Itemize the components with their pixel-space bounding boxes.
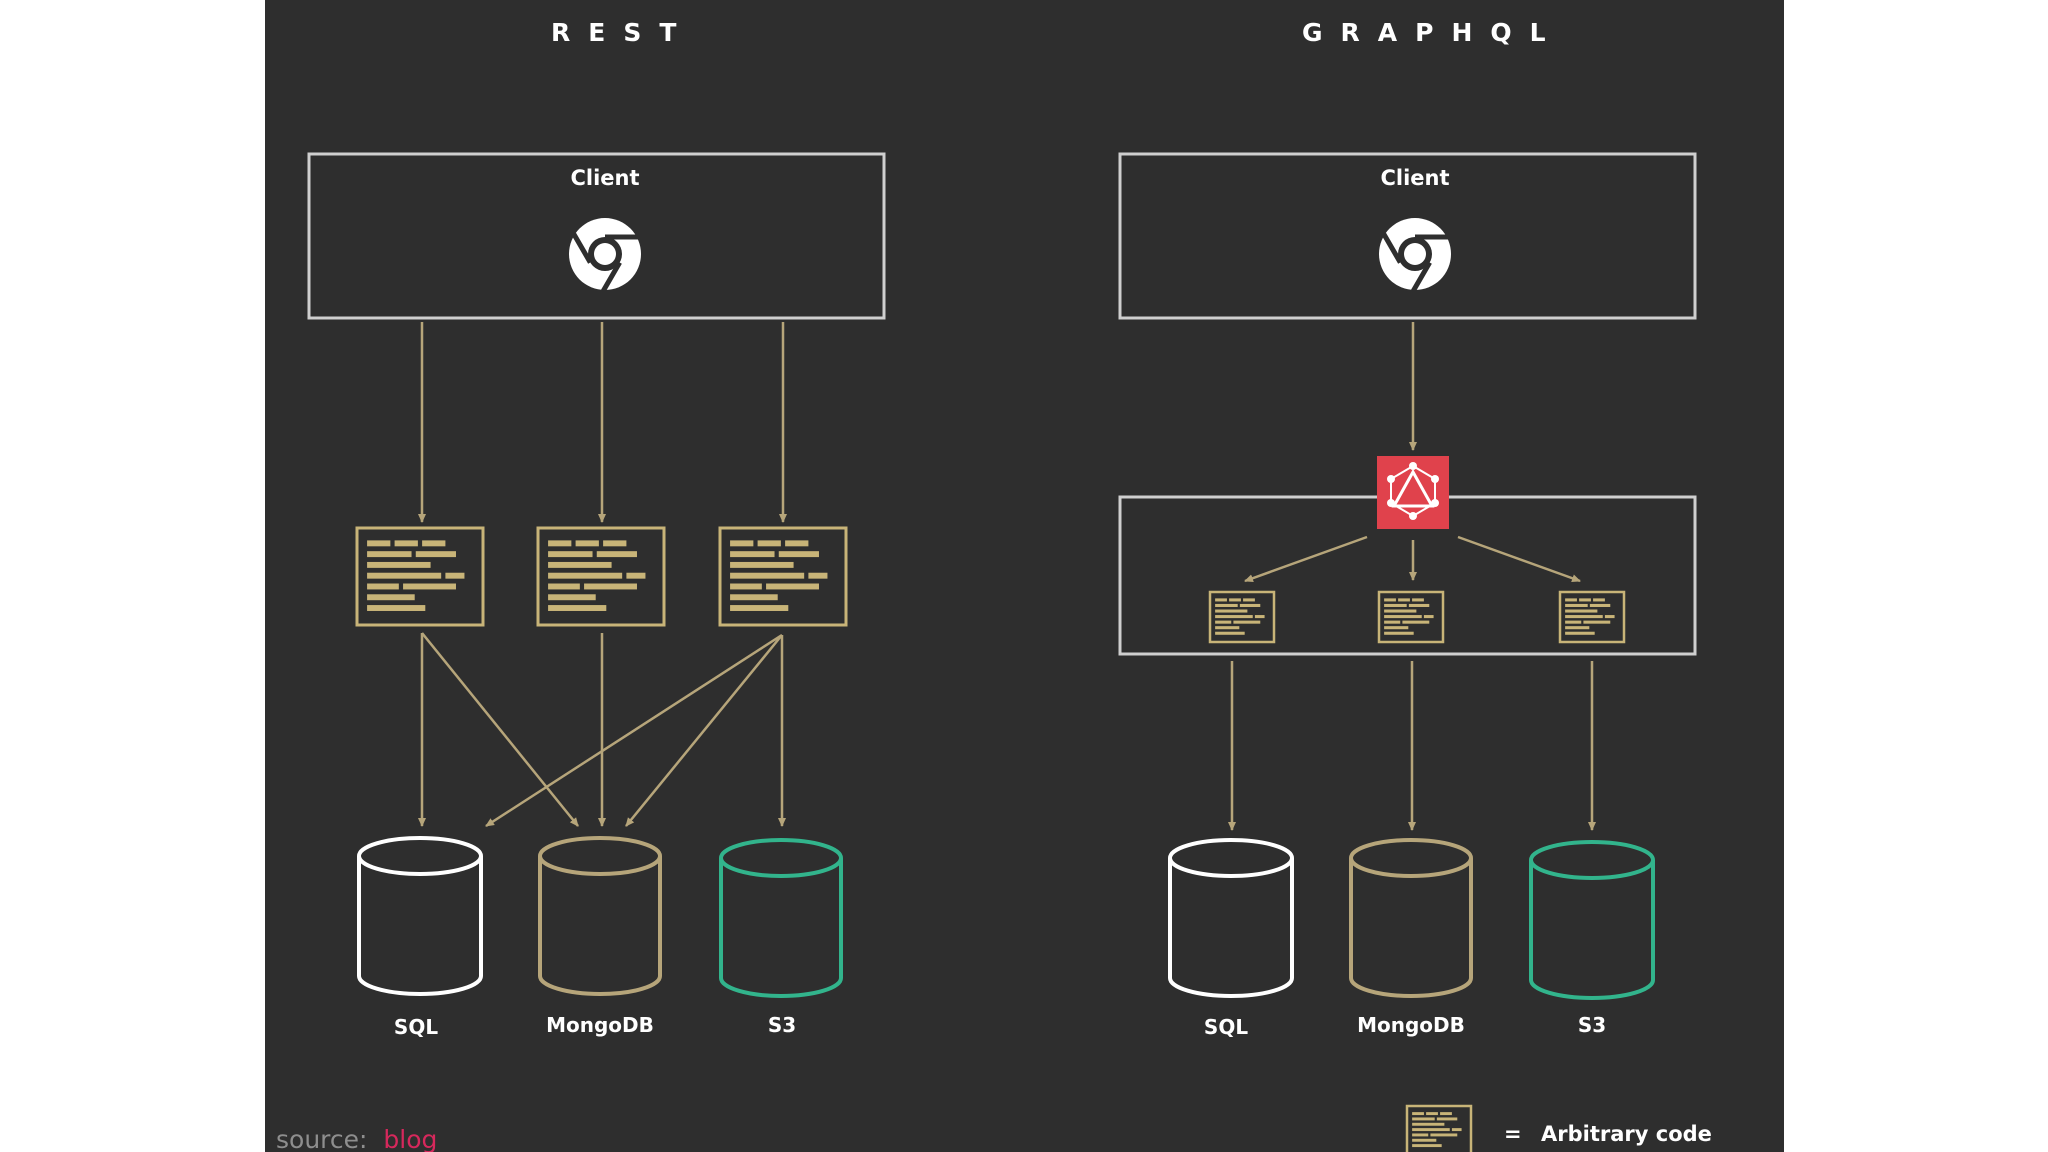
graphql-logo-icon — [1377, 456, 1449, 529]
source-prefix: source: — [276, 1125, 367, 1152]
graphql-code-block-3 — [1558, 590, 1626, 644]
graphql-mongodb-cylinder — [1349, 838, 1473, 998]
rest-s3-cylinder — [719, 838, 843, 998]
rest-sql-cylinder — [357, 836, 483, 996]
rest-heading: REST — [551, 18, 694, 47]
graphql-sql-cylinder — [1168, 838, 1294, 998]
graphql-client-box — [1118, 152, 1697, 320]
graphql-code-block-2 — [1377, 590, 1445, 644]
rest-client-box — [307, 152, 886, 320]
rest-code-blocks — [355, 526, 848, 627]
chrome-icon — [1379, 218, 1451, 291]
rest-client-label: Client — [570, 166, 639, 190]
legend-equals: = — [1504, 1122, 1522, 1146]
rest-db-arrows — [418, 632, 786, 828]
graphql-s3-label: S3 — [1578, 1013, 1606, 1037]
graphql-db-arrows — [1228, 661, 1596, 831]
rest-code-block-3 — [718, 526, 848, 627]
rest-sql-label: SQL — [394, 1015, 438, 1039]
rest-client-arrows — [418, 322, 787, 523]
graphql-code-blocks — [1208, 590, 1626, 644]
rest-code-block-1 — [355, 526, 485, 627]
source-caption: source: blog — [276, 1125, 437, 1152]
graphql-s3-cylinder — [1529, 840, 1655, 1000]
chrome-icon — [569, 218, 641, 291]
rest-code-block-2 — [536, 526, 666, 627]
graphql-code-block-1 — [1208, 590, 1276, 644]
graphql-sql-label: SQL — [1204, 1015, 1248, 1039]
legend-code-block-icon — [1405, 1104, 1473, 1152]
rest-mongodb-cylinder — [538, 836, 662, 996]
source-link[interactable]: blog — [383, 1125, 437, 1152]
graphql-heading: GRAPHQL — [1302, 18, 1564, 47]
legend-code-block-icon — [1405, 1104, 1473, 1152]
graphql-client-label: Client — [1380, 166, 1449, 190]
rest-s3-label: S3 — [768, 1013, 796, 1037]
legend-text: Arbitrary code — [1541, 1122, 1712, 1146]
rest-mongodb-label: MongoDB — [546, 1013, 654, 1037]
graphql-mongodb-label: MongoDB — [1357, 1013, 1465, 1037]
graphql-resolver-arrows — [1244, 535, 1581, 583]
databases — [357, 836, 1655, 1000]
